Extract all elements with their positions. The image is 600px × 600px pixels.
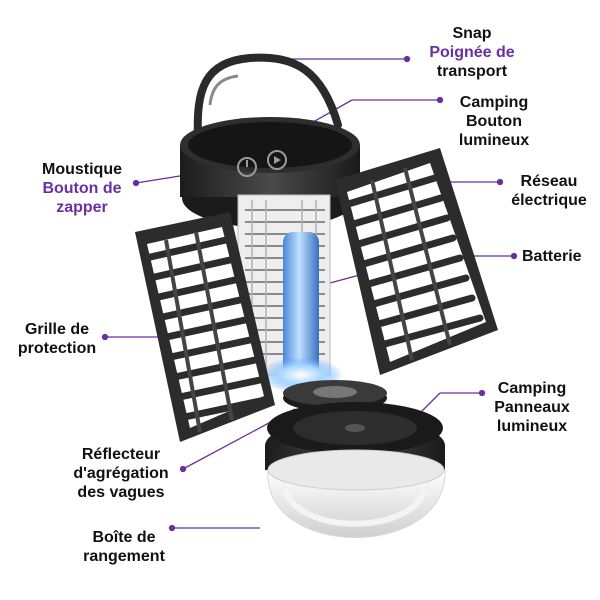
label-storage-box-line2: rangement [83, 548, 165, 565]
label-top-light-button-line1: Camping [459, 94, 529, 111]
label-zapper-button-line3: zapper [56, 199, 108, 216]
label-wave-reflector-line3: des vagues [77, 484, 165, 501]
light-panel [265, 402, 445, 470]
label-light-panels-line3: lumineux [496, 418, 568, 435]
label-handle-line2: Poignée de [429, 44, 515, 61]
label-top-light-button-line2: Bouton [466, 113, 522, 130]
label-protective-grille: Grille de protection [8, 320, 106, 358]
label-wave-reflector: Réflecteur d'agrégation des vagues [62, 445, 180, 502]
carrying-handle [193, 53, 342, 142]
protective-grille-left [135, 212, 275, 442]
label-handle-line1: Snap [452, 25, 492, 42]
protective-grille-right [335, 148, 498, 375]
label-electric-grid-line1: Réseau [520, 173, 578, 190]
label-wave-reflector-line2: d'agrégation [73, 465, 169, 482]
label-light-panels: Camping Panneaux lumineux [486, 379, 578, 436]
label-handle-line3: transport [436, 63, 508, 80]
label-light-panels-line1: Camping [497, 380, 567, 397]
storage-box [267, 449, 446, 538]
top-cap [180, 117, 360, 228]
label-battery-line1: Batterie [522, 248, 582, 265]
label-zapper-button: Moustique Bouton de zapper [30, 160, 134, 217]
power-icon[interactable] [237, 157, 257, 177]
label-electric-grid: Réseau électrique [506, 172, 592, 210]
label-battery: Batterie [522, 247, 582, 266]
label-handle: Snap Poignée de transport [416, 24, 528, 81]
label-wave-reflector-line1: Réflecteur [81, 446, 161, 463]
label-zapper-button-line1: Moustique [42, 161, 122, 178]
label-protective-grille-line2: protection [17, 340, 97, 357]
label-top-light-button: Camping Bouton lumineux [448, 93, 540, 150]
label-light-panels-line2: Panneaux [494, 399, 570, 416]
label-storage-box-line1: Boîte de [92, 529, 156, 546]
label-protective-grille-line1: Grille de [24, 321, 90, 338]
lamp-icon[interactable] [267, 150, 287, 170]
label-storage-box: Boîte de rangement [78, 528, 170, 566]
label-electric-grid-line2: électrique [511, 192, 587, 209]
label-zapper-button-line2: Bouton de [42, 180, 122, 197]
label-top-light-button-line3: lumineux [458, 132, 530, 149]
